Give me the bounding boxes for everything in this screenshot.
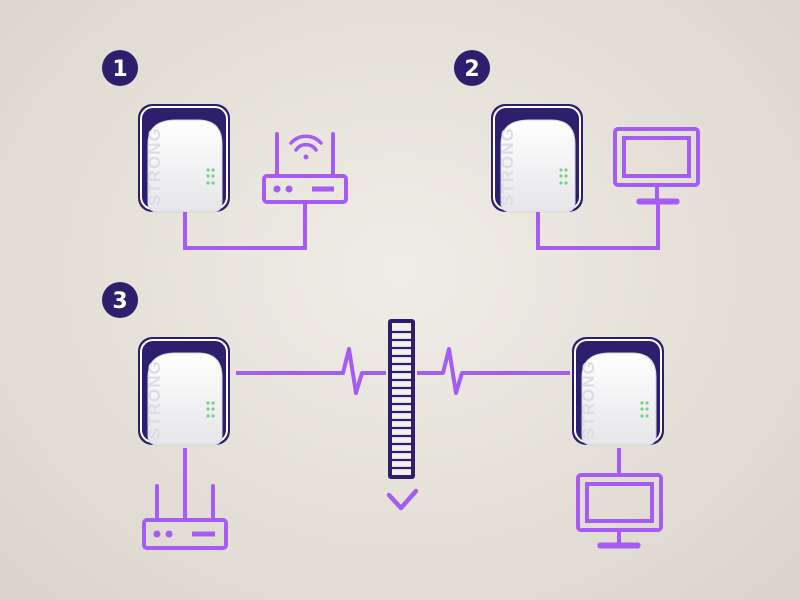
- monitor-icon: [576, 473, 663, 549]
- step-3-number: 3: [112, 289, 127, 314]
- step-1-badge: [102, 50, 138, 86]
- powerline-adapter-3b: STRONG: [571, 336, 665, 446]
- step-1-number: 1: [112, 57, 127, 82]
- electrical-panel-icon: [388, 319, 415, 479]
- powerline-adapter-1: STRONG: [137, 103, 231, 213]
- ethernet-cable: [536, 204, 660, 250]
- ethernet-cable: [183, 204, 307, 250]
- step-3: 3 STRONG STRONG: [102, 282, 665, 550]
- step-2: 2 STRONG: [454, 50, 700, 250]
- signal-spike-icon: [236, 347, 386, 395]
- step-2-number: 2: [464, 57, 479, 82]
- powerline-adapter-3a: STRONG: [137, 336, 231, 446]
- adapter-brand-label: STRONG: [145, 360, 164, 439]
- signal-spike-icon: [417, 347, 570, 395]
- router-icon: [142, 484, 228, 550]
- wifi-icon: [289, 134, 323, 160]
- adapter-brand-label: STRONG: [145, 127, 164, 206]
- step-1: 1 STRONG: [102, 50, 348, 250]
- adapter-brand-label: STRONG: [498, 127, 517, 206]
- step-2-badge: [454, 50, 490, 86]
- step-3-badge: [102, 282, 138, 318]
- adapter-brand-label: STRONG: [579, 360, 598, 439]
- powerline-adapter-2: STRONG: [490, 103, 584, 213]
- monitor-icon: [613, 127, 700, 205]
- router-icon: [262, 132, 348, 204]
- checkmark-icon: [386, 488, 419, 511]
